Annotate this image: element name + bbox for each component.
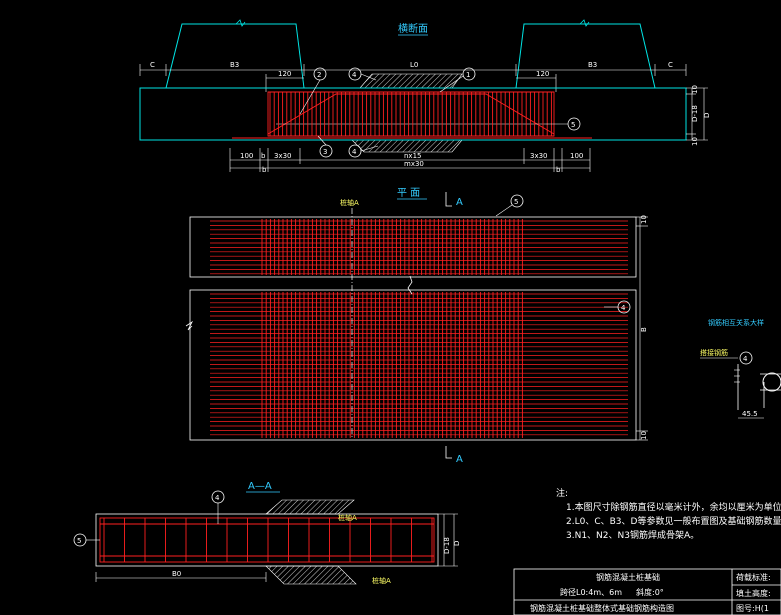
cross-section-title: 横断面 [398,22,428,35]
section-aa: A—A 桩轴A 桩轴A D-18 D B0 4 [73,481,461,585]
callout-4-top: 4 [348,67,377,81]
detail-dim: 45.5 [742,410,758,418]
plan-title: 平 面 [397,188,420,199]
detail-rebar-ring [762,372,781,392]
svg-text:4: 4 [743,355,748,363]
dim-bottom-cover: 10 [691,137,699,146]
section-aa-title: A—A [248,481,272,492]
callout-1: 1 [439,67,476,93]
section-marker-top: A [456,197,463,208]
dim-3x30-right: 3x30 [530,152,548,160]
dim-b-right: b [556,166,561,174]
aa-callout-4: 4 [211,490,225,524]
tb-load: 荷载标准: [736,572,771,582]
dim-b-left: b [262,166,267,174]
aa-rebar [99,517,435,563]
detail-label: 搭接钢筋 [700,348,728,357]
dim-120-left: 120 [278,70,291,78]
aa-top-hatch [265,499,355,515]
dim-120-right: 120 [536,70,549,78]
dim-c-left: C [150,61,155,69]
plan-main-slab [189,289,637,441]
callout-3: 3 [317,135,333,158]
detail-title: 钢筋相互关系大样 [708,318,764,327]
aa-dim-bottom: B0 [172,570,181,578]
tb-project: 钢筋混凝土桩基础 [596,572,660,582]
svg-text:4: 4 [352,71,357,79]
dim-d: D [703,113,711,118]
right-embankment [515,23,656,89]
dim-mx30: mx30 [404,160,424,168]
callout-4-bottom: 4 [348,144,379,158]
svg-text:5: 5 [77,537,81,545]
dim-100-left: 100 [240,152,253,160]
aa-callout-5: 5 [73,533,100,547]
note-2: 2.L0、C、B3、D等参数见一般布置图及基础钢筋数量表一。 [566,515,781,527]
note-1: 1.本图尺寸除钢筋直径以毫米计外，余均以厘米为单位。 [566,501,781,513]
plan-callout-5: 5 [495,194,524,217]
svg-text:5: 5 [514,198,518,206]
dim-b3-right: B3 [588,61,597,69]
tb-skew: 斜度:0° [636,587,664,597]
dim-c-right: C [668,61,673,69]
tb-drawing-no: 图号:H(1 [736,604,769,613]
callout-5: 5 [546,117,581,131]
plan-dim-bottom: 10 [640,431,648,440]
notes-heading: 注: [556,487,568,499]
aa-bottom-hatch [265,565,357,585]
plan-dim-top: 10 [640,215,648,224]
svg-text:2: 2 [317,71,321,79]
dim-100-right: 100 [570,152,583,160]
rebar-cage [232,91,592,139]
aa-label-left: 桩轴A [372,576,391,585]
svg-text:5: 5 [571,121,575,129]
aa-dim-d: D [453,541,461,546]
svg-text:4: 4 [215,494,220,502]
section-marker-bottom: A [456,454,463,465]
cross-section: 横断面 C B3 L0 B3 C 120 120 [139,19,711,174]
aa-slab-outline [95,513,439,567]
svg-text:3: 3 [323,148,327,156]
plan-callout-4: 4 [604,300,631,314]
svg-text:4: 4 [352,148,357,156]
tb-fill: 填土高度: [736,588,771,598]
dim-b-mid: b [261,152,266,160]
callout-2: 2 [299,67,327,115]
rebar-detail: 钢筋相互关系大样 搭接钢筋 4 45.5 [700,318,781,419]
dim-top-cover: 10 [691,85,699,94]
bottom-hatch-pad [351,139,463,153]
aa-dim-d18: D-18 [443,537,451,554]
plan-dim-middle: B [640,327,648,332]
svg-text:1: 1 [466,71,470,79]
plan-view: 平 面 A A 桩轴A 10 B 10 5 [185,188,648,465]
dim-3x30-left: 3x30 [274,152,292,160]
dim-l0: L0 [410,61,418,69]
plan-top-strip [189,216,637,278]
tb-drawing-name: 钢筋混凝土桩基础整体式基础钢筋构造图 [530,603,674,613]
left-embankment [165,23,305,89]
plan-centerline-label: 桩轴A [340,198,359,207]
dim-d18: D-18 [691,105,699,122]
dim-b3-left: B3 [230,61,239,69]
title-block: 钢筋混凝土桩基础 跨径L0:4m、6m 斜度:0° 钢筋混凝土桩基础整体式基础钢… [513,568,781,615]
note-3: 3.N1、N2、N3钢筋焊成骨架A。 [566,529,699,541]
slab-outline [139,87,687,141]
dim-nx15: nx15 [404,152,422,160]
svg-text:4: 4 [621,304,626,312]
plan-rebar-mesh [210,219,628,438]
aa-label-right: 桩轴A [338,513,357,522]
top-hatch-pad [359,73,463,89]
notes: 注: 1.本图尺寸除钢筋直径以毫米计外，余均以厘米为单位。 2.L0、C、B3、… [556,487,781,541]
tb-span: 跨径L0:4m、6m [560,587,622,597]
